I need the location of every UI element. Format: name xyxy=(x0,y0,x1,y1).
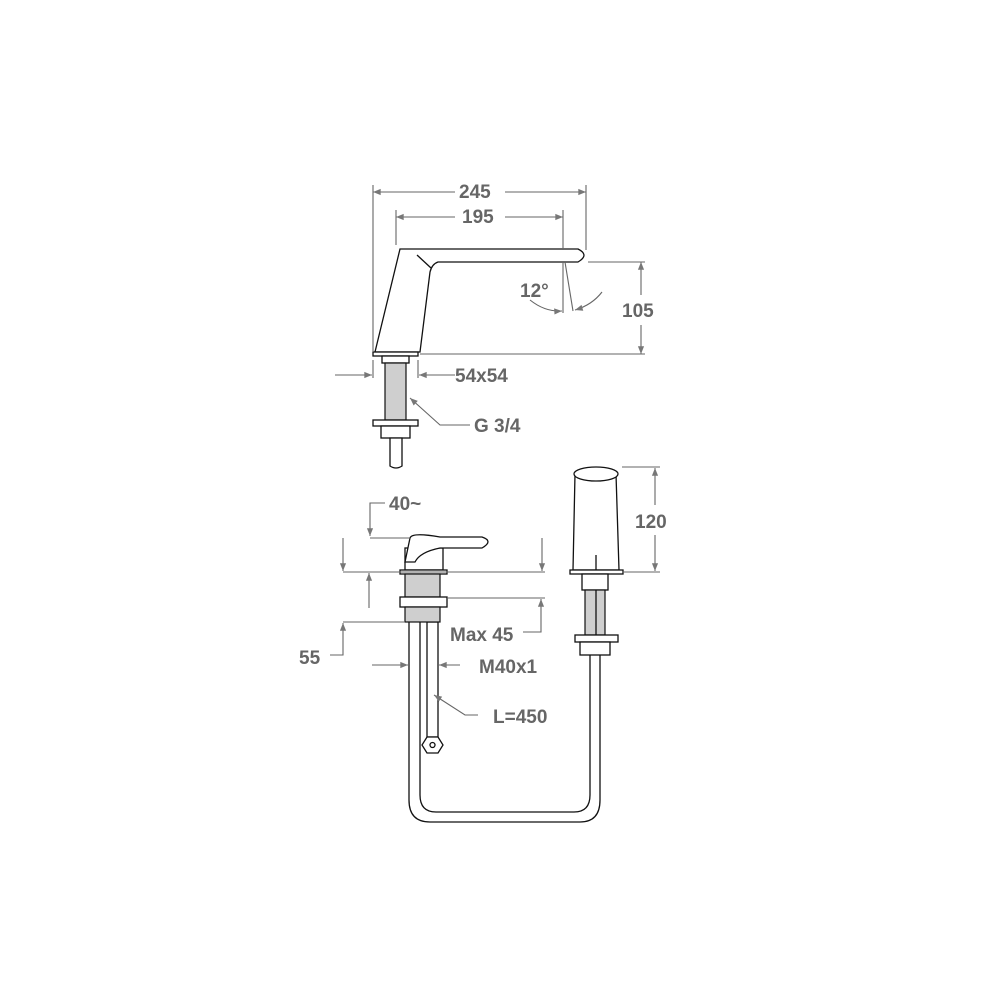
dim-base-size: 54x54 xyxy=(455,366,508,387)
dim-angle: 12° xyxy=(520,281,549,302)
dim-hose-length: L=450 xyxy=(493,707,547,728)
dim-mixer-thread: M40x1 xyxy=(479,657,538,678)
spout-thread-shank xyxy=(384,362,407,421)
dim-hand-shower-height: 120 xyxy=(635,512,667,533)
mixer-dimensions xyxy=(330,502,546,716)
hand-shower-nut xyxy=(579,641,611,656)
dim-mixer-height: 55 xyxy=(299,648,321,669)
mixer-nut xyxy=(399,596,448,608)
dim-reach: 195 xyxy=(462,207,494,228)
dim-max-deck: Max 45 xyxy=(450,625,514,646)
hand-shower-dimensions xyxy=(622,466,660,573)
hand-shower xyxy=(569,466,624,656)
dim-lever-clearance: 40~ xyxy=(389,494,421,515)
dim-spout-height: 105 xyxy=(622,301,654,322)
dim-spout-thread: G 3/4 xyxy=(474,416,521,437)
spout xyxy=(372,248,585,469)
spout-dimensions xyxy=(335,185,645,426)
mixer-valve xyxy=(399,534,601,823)
spout-nut xyxy=(380,425,411,439)
dim-overall-length: 245 xyxy=(459,182,491,203)
